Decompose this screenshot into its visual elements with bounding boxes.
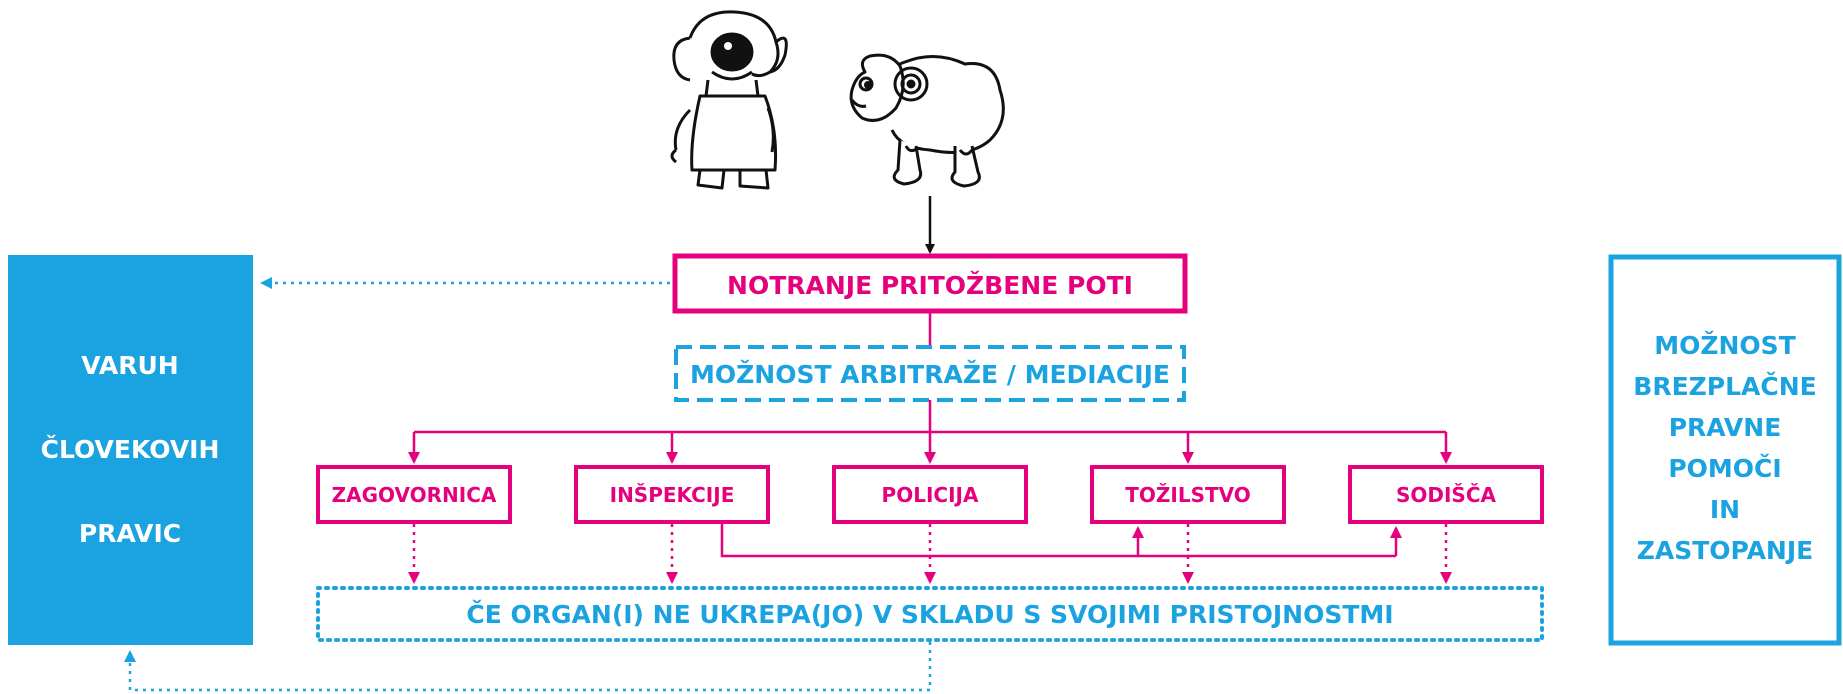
legal-aid-line-2: BREZPLAČNE xyxy=(1633,371,1816,401)
body-box-sodisca: SODIŠČA xyxy=(1348,465,1544,524)
legal-aid-line-5: IN xyxy=(1710,495,1740,524)
ombudsman-line-2: ČLOVEKOVIH xyxy=(41,434,220,464)
legal-aid-box: MOŽNOST BREZPLAČNE PRAVNE POMOČI IN ZAST… xyxy=(1608,254,1842,646)
internal-routes-box: NOTRANJE PRITOŽBENE POTI xyxy=(672,253,1188,314)
legal-aid-line-1: MOŽNOST xyxy=(1654,331,1796,360)
failure-to-ombudsman-arrow xyxy=(124,642,932,692)
body-label-tozilstvo: TOŽILSTVO xyxy=(1125,483,1251,507)
ombudsman-box: VARUH ČLOVEKOVIH PRAVIC xyxy=(8,255,253,645)
legal-aid-line-6: ZASTOPANJE xyxy=(1637,536,1813,565)
body-box-inspekcije: INŠPEKCIJE xyxy=(574,465,770,524)
ombudsman-line-1: VARUH xyxy=(81,351,178,380)
mediation-label: MOŽNOST ARBITRAŽE / MEDIACIJE xyxy=(690,360,1170,389)
inspections-referral-connector xyxy=(720,524,1402,558)
body-box-policija: POLICIJA xyxy=(832,465,1028,524)
ram-illustration xyxy=(849,53,1005,188)
ombudsman-line-3: PRAVIC xyxy=(79,519,181,548)
legal-aid-line-4: POMOČI xyxy=(1668,453,1781,483)
failure-label: ČE ORGAN(I) NE UKREPA(JO) V SKLADU S SVO… xyxy=(466,599,1393,629)
failure-box: ČE ORGAN(I) NE UKREPA(JO) V SKLADU S SVO… xyxy=(316,586,1544,642)
legal-aid-line-3: PRAVNE xyxy=(1669,413,1782,442)
body-label-inspekcije: INŠPEKCIJE xyxy=(610,483,735,507)
body-box-zagovornica: ZAGOVORNICA xyxy=(316,465,512,524)
body-label-policija: POLICIJA xyxy=(882,483,979,507)
body-label-sodisca: SODIŠČA xyxy=(1396,483,1497,507)
body-box-tozilstvo: TOŽILSTVO xyxy=(1090,465,1286,524)
internal-routes-label: NOTRANJE PRITOŽBENE POTI xyxy=(727,271,1133,300)
mediation-box: MOŽNOST ARBITRAŽE / MEDIACIJE xyxy=(674,345,1186,402)
body-label-zagovornica: ZAGOVORNICA xyxy=(332,483,497,507)
dog-illustration xyxy=(670,10,788,190)
